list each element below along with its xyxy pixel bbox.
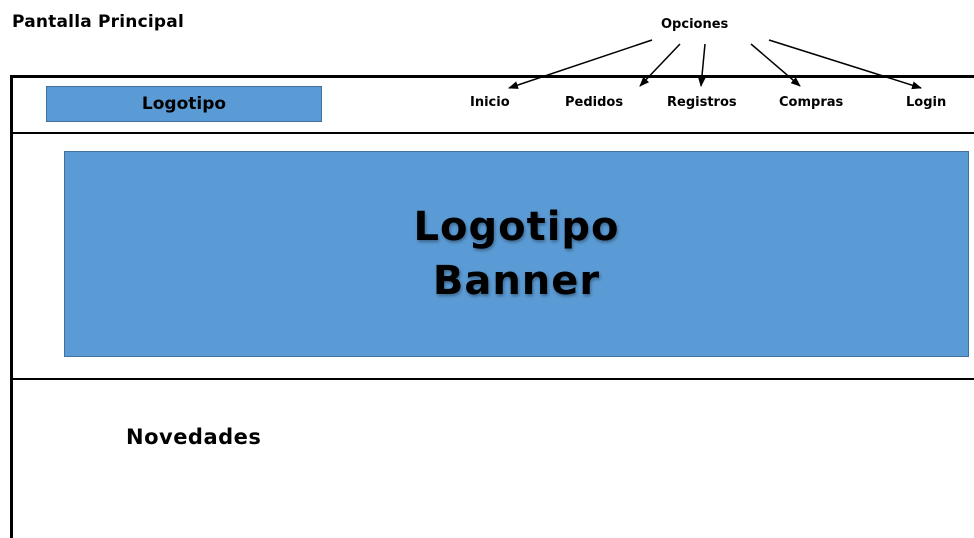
banner-line-2: Banner <box>432 258 601 304</box>
header-logo[interactable]: Logotipo <box>46 86 322 122</box>
nav-item-registros[interactable]: Registros <box>667 95 737 110</box>
news-section-title: Novedades <box>126 425 262 449</box>
option-arrows <box>508 39 922 90</box>
arrow-to-login <box>768 39 922 90</box>
arrow-to-compras <box>750 43 801 87</box>
page-title: Pantalla Principal <box>12 12 184 32</box>
nav-item-login[interactable]: Login <box>906 95 947 110</box>
banner-line-1: Logotipo <box>413 204 620 250</box>
header-divider <box>10 132 974 134</box>
nav-item-inicio[interactable]: Inicio <box>470 95 510 110</box>
nav-item-compras[interactable]: Compras <box>779 95 844 110</box>
header-logo-label: Logotipo <box>141 94 227 114</box>
arrow-to-pedidos <box>639 43 681 87</box>
wireframe-border <box>10 75 974 538</box>
arrow-to-registros <box>697 43 706 87</box>
banner-divider <box>10 378 974 380</box>
main-banner: Logotipo Banner <box>64 151 969 357</box>
arrow-to-inicio <box>508 39 653 89</box>
nav-item-pedidos[interactable]: Pedidos <box>565 95 624 110</box>
options-label: Opciones <box>661 17 729 32</box>
